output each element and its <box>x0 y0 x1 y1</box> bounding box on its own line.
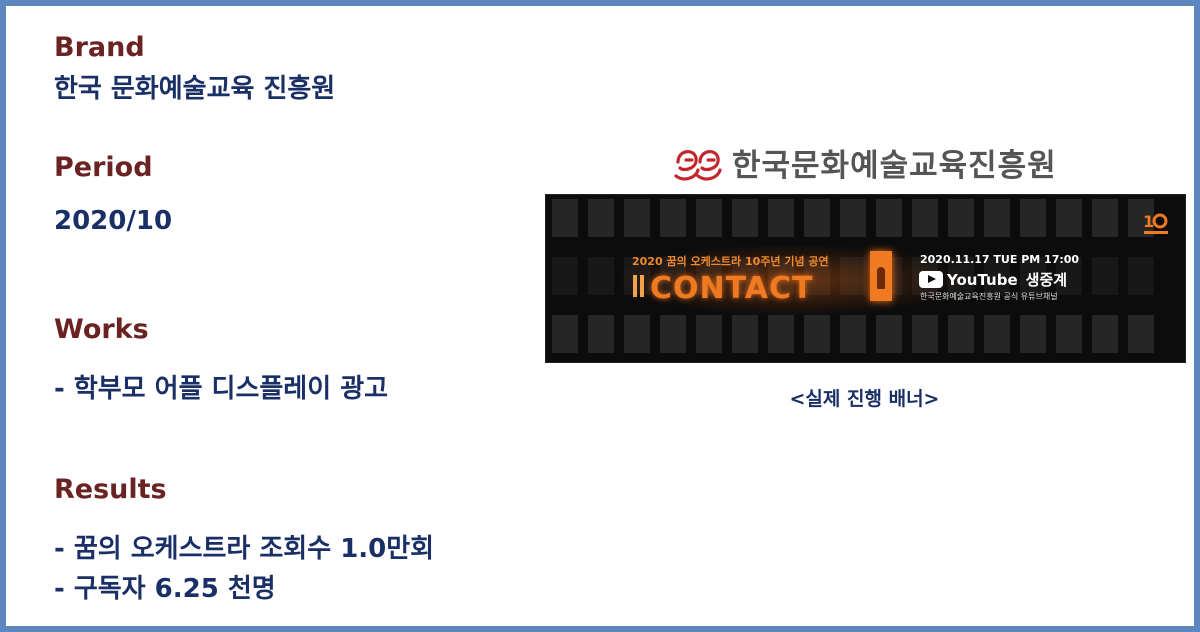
results-label: Results <box>54 474 167 505</box>
banner-channel: 한국문화예술교육진흥원 공식 유튜브채널 <box>920 292 1058 301</box>
works-item: - 학부모 어플 디스플레이 광고 <box>54 374 389 404</box>
brand-label: Brand <box>54 32 145 63</box>
door-icon <box>870 251 892 301</box>
svg-text:1: 1 <box>1143 212 1154 231</box>
works-label: Works <box>54 314 149 345</box>
banner-tile-row <box>546 315 1185 353</box>
event-banner: 2020 꿈의 오케스트라 10주년 기념 공연 CONTACT 2020.11… <box>545 194 1186 363</box>
results-item: - 꿈의 오케스트라 조회수 1.0만회 <box>54 534 435 564</box>
youtube-play-icon <box>919 271 943 288</box>
banner-date: 2020.11.17 TUE PM 17:00 <box>920 253 1080 266</box>
banner-headline: 2020 꿈의 오케스트라 10주년 기념 공연 <box>632 255 829 268</box>
banner-glow <box>621 245 961 315</box>
results-item: - 구독자 6.25 천명 <box>54 574 276 604</box>
live-label: 생중계 <box>1025 271 1068 289</box>
banner-tile-row <box>546 199 1185 237</box>
organization-logo: 한국문화예술교육진흥원 <box>674 140 1057 185</box>
period-label: Period <box>54 152 153 183</box>
youtube-wordmark: YouTube <box>947 270 1018 289</box>
banner-title: CONTACT <box>650 271 814 306</box>
brand-value: 한국 문화예술교육 진흥원 <box>54 74 336 104</box>
banner-youtube: YouTube 생중계 <box>919 269 1067 290</box>
period-value: 2020/10 <box>54 206 173 236</box>
anniversary-badge-icon: 1 <box>1143 212 1168 234</box>
banner-caption: <실제 진행 배너> <box>789 388 940 410</box>
logo-text: 한국문화예술교육진흥원 <box>732 148 1057 184</box>
banner-bars-icon <box>633 275 644 297</box>
arte-logo-icon <box>674 149 722 180</box>
